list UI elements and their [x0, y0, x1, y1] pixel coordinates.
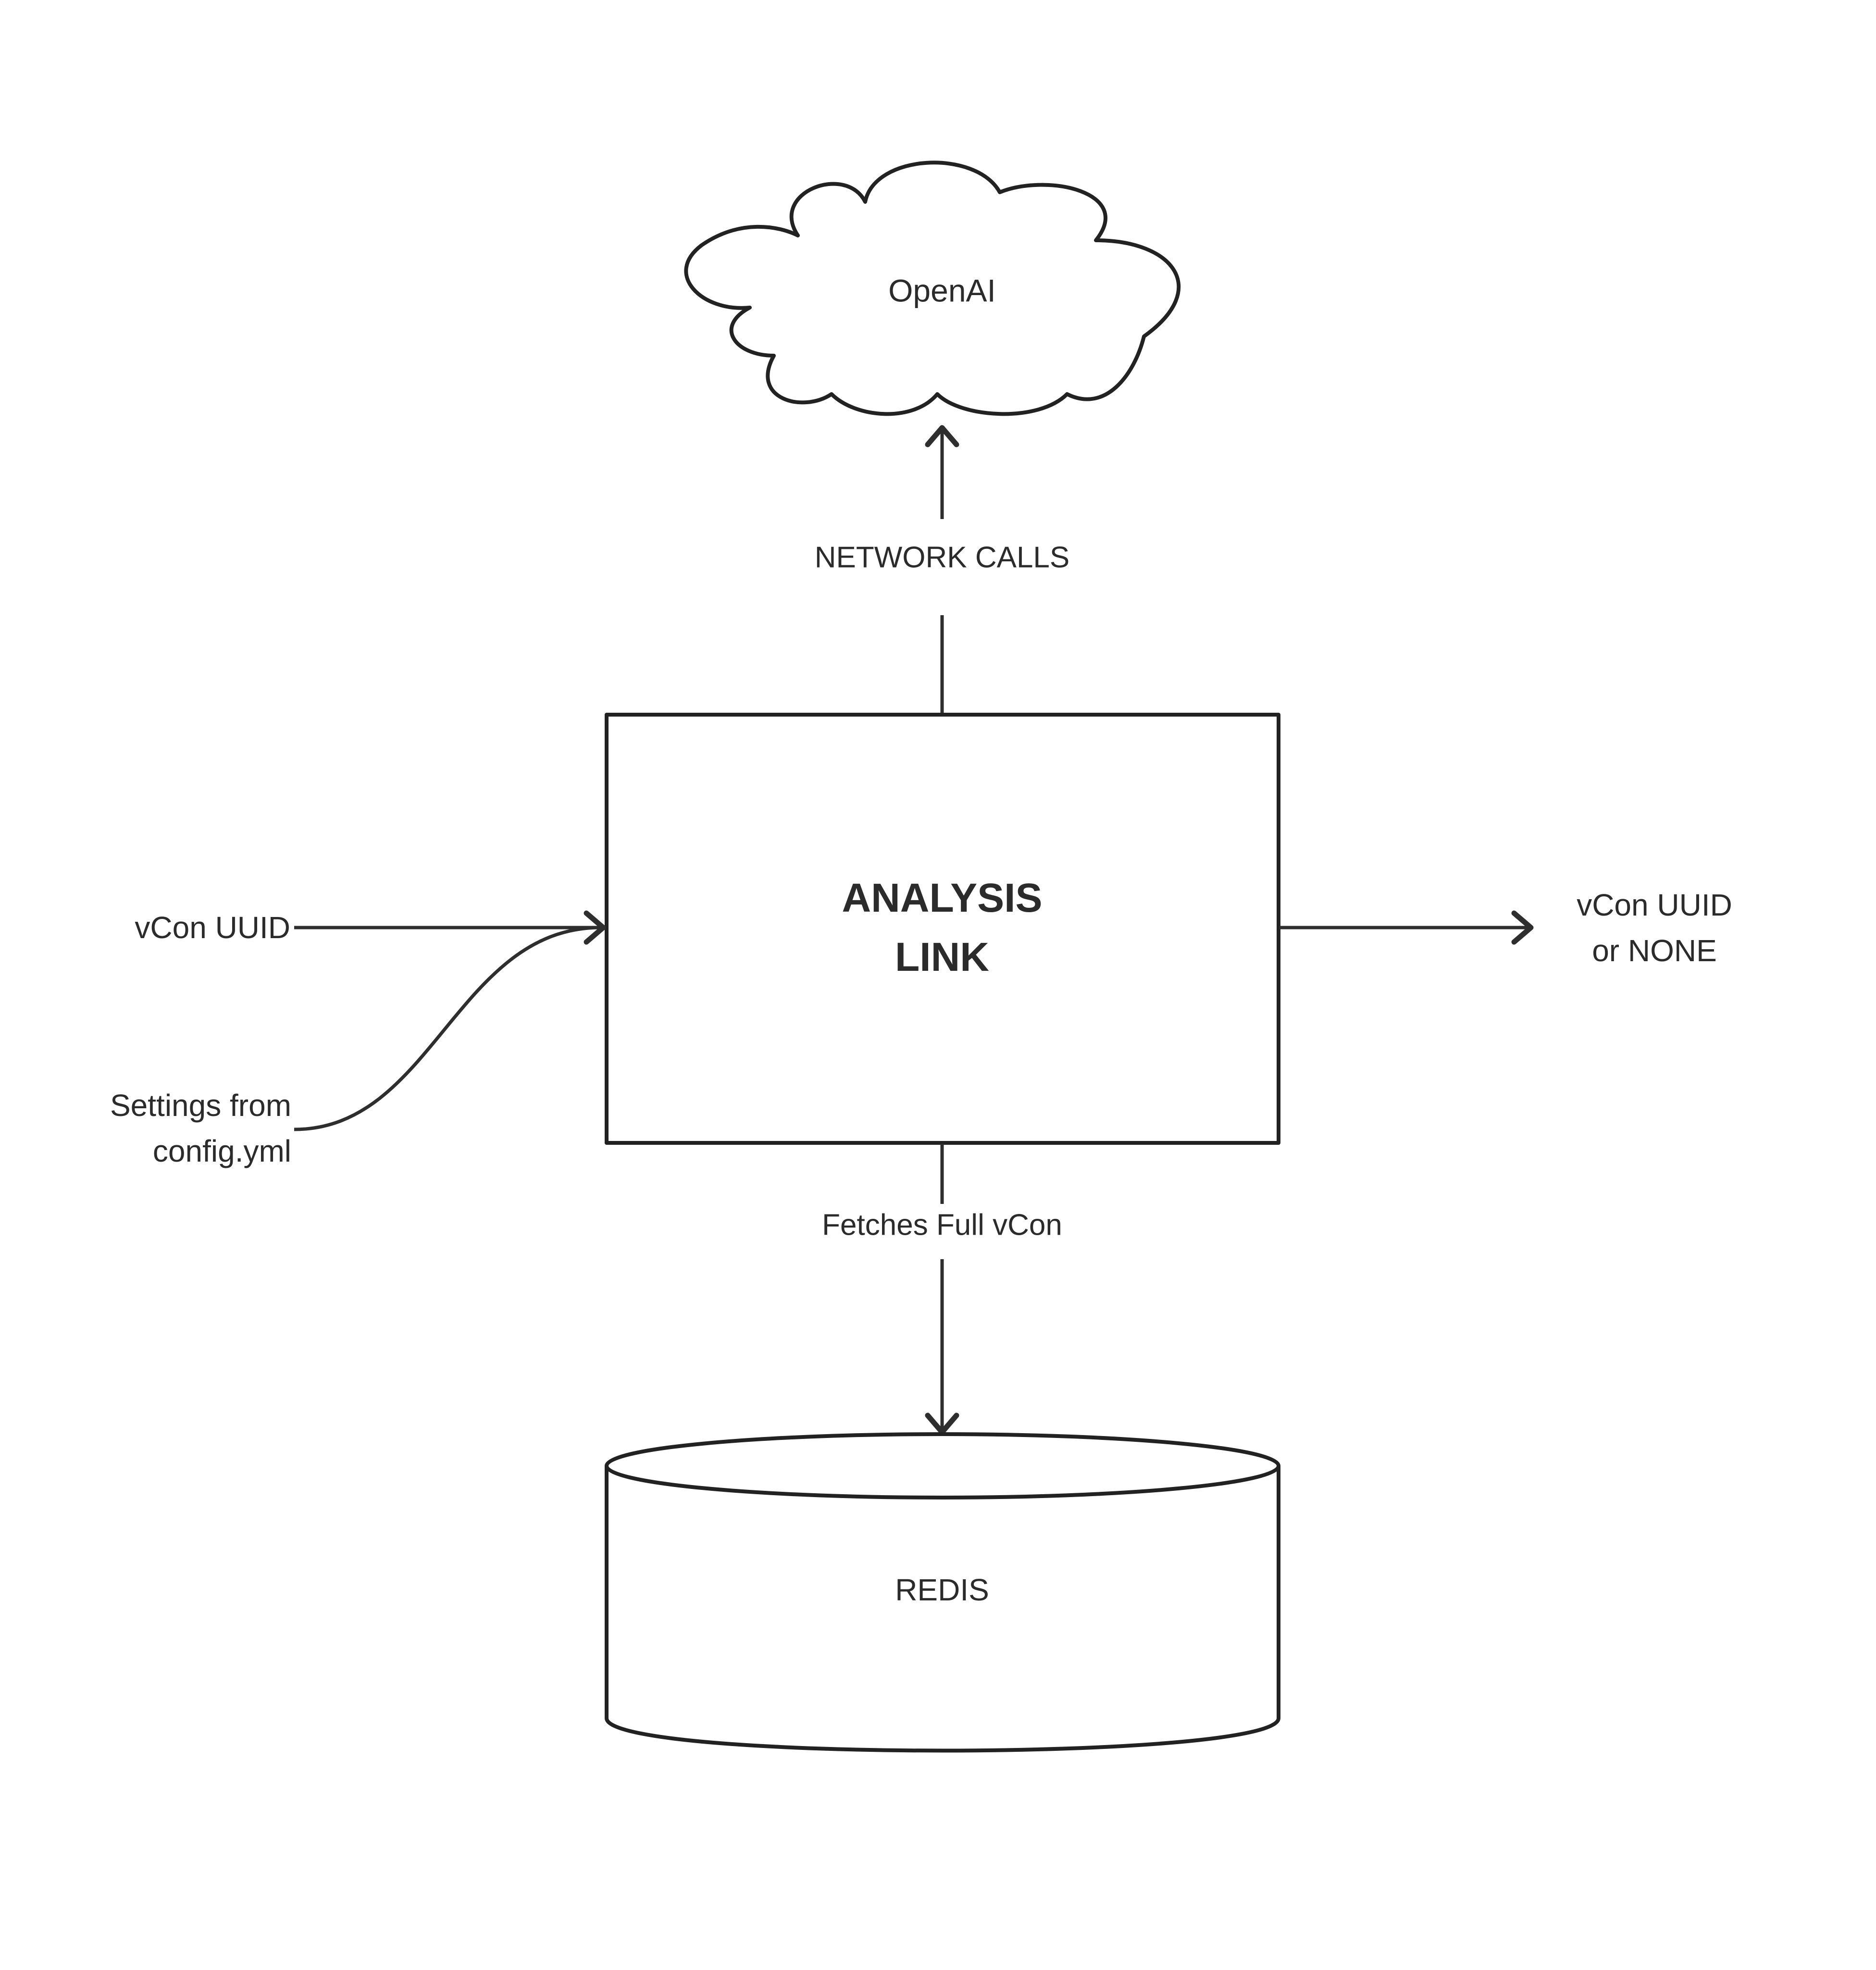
output-label-line2: or NONE [1592, 933, 1717, 968]
analysis-link-box [605, 713, 1280, 1145]
input-uuid-label: vCon UUID [135, 910, 290, 945]
settings-label-line2: config.yml [153, 1134, 291, 1168]
network-calls-label: NETWORK CALLS [815, 541, 1070, 574]
redis-node: REDIS [605, 1432, 1280, 1753]
settings-connector: Settings from config.yml [110, 926, 601, 1168]
input-uuid-connector: vCon UUID [135, 910, 606, 945]
database-top [605, 1432, 1280, 1499]
database-icon [605, 1466, 1280, 1753]
arrow-right-icon [584, 910, 606, 945]
arrow-down-icon [925, 1412, 959, 1435]
fetch-label: Fetches Full vCon [822, 1208, 1062, 1241]
output-label-line1: vCon UUID [1577, 888, 1732, 922]
settings-curve [294, 926, 601, 1131]
openai-cloud-node: OpenAI [684, 161, 1181, 416]
cloud-label: OpenAI [888, 273, 996, 308]
cloud-icon [684, 161, 1181, 416]
network-calls-connector: NETWORK CALLS [815, 425, 1070, 715]
arrow-right-icon [1511, 910, 1534, 945]
analysis-link-title-line2: LINK [895, 934, 989, 979]
fetch-connector: Fetches Full vCon [822, 1144, 1062, 1435]
arrow-up-icon [925, 425, 959, 447]
analysis-link-title-line1: ANALYSIS [842, 875, 1042, 920]
settings-label-line1: Settings from [110, 1088, 291, 1123]
output-connector: vCon UUID or NONE [1280, 888, 1732, 968]
analysis-link-node: ANALYSIS LINK [605, 713, 1280, 1145]
redis-label: REDIS [895, 1573, 989, 1607]
